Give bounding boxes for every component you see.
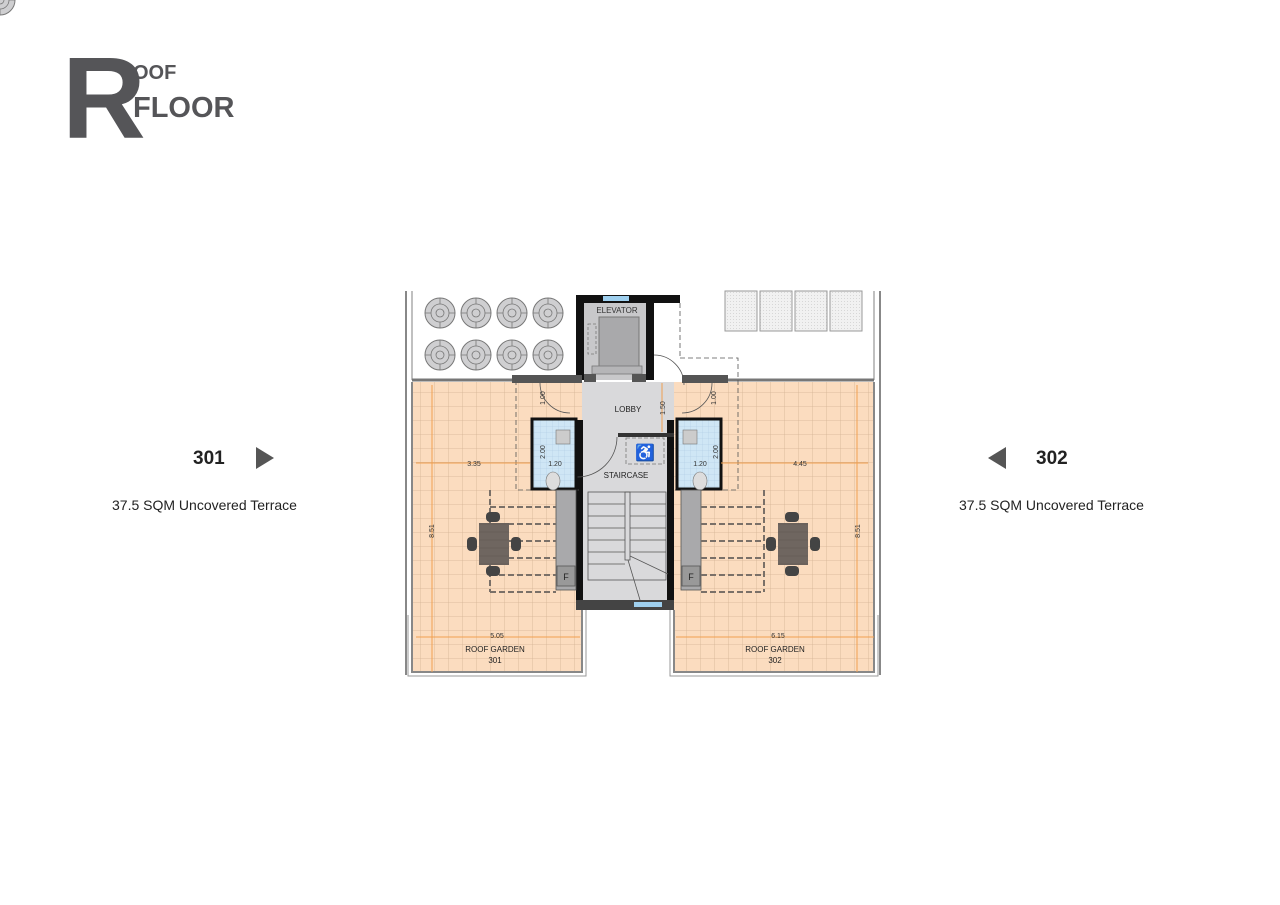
dim-left-upper: 3.35	[467, 461, 481, 468]
core-floor	[582, 382, 674, 610]
fridge-right: F	[688, 572, 694, 582]
title-initial: R	[62, 33, 146, 163]
door-swings	[539, 354, 713, 478]
wc-302	[675, 417, 723, 491]
dim-wc-right-w: 1.20	[693, 461, 707, 468]
accessible-icon: ♿	[635, 443, 655, 462]
unit-301-description: 37.5 SQM Uncovered Terrace	[112, 497, 297, 513]
elevator-label: ELEVATOR	[596, 306, 638, 315]
elevator	[576, 295, 680, 382]
triangle-right-icon	[256, 447, 274, 469]
core-walls	[512, 375, 728, 610]
dim-door-left: 1.00	[540, 391, 547, 405]
dim-wc-left-w: 1.20	[548, 461, 562, 468]
roof-garden-302-label: ROOF GARDEN	[745, 645, 805, 654]
title-line2: FLOOR	[133, 92, 235, 124]
stairs	[587, 491, 669, 601]
dim-left-height: 8.51	[429, 524, 436, 538]
planter-icons	[0, 0, 564, 371]
dining-table-302	[766, 512, 820, 576]
roof-garden-302-number: 302	[768, 656, 782, 665]
triangle-left-icon	[988, 447, 1006, 469]
dim-door-right: 1.00	[711, 391, 718, 405]
unit-302-description: 37.5 SQM Uncovered Terrace	[959, 497, 1144, 513]
roof-garden-301-label: ROOF GARDEN	[465, 645, 525, 654]
wc-301	[530, 417, 578, 491]
dim-right-upper: 4.45	[793, 461, 807, 468]
dim-right-lower: 6.15	[771, 633, 785, 640]
staircase-label: STAIRCASE	[604, 471, 649, 480]
dim-wc-right-h: 2.00	[713, 445, 720, 459]
roof-garden-301-number: 301	[488, 656, 502, 665]
title-line1: OOF	[133, 62, 177, 84]
unit-301-number: 301	[193, 448, 225, 469]
fridge-left: F	[563, 572, 569, 582]
dimension-lines	[416, 383, 874, 672]
solar-panel-icons	[724, 290, 863, 332]
kitchen-301	[555, 489, 577, 591]
dining-table-301	[467, 512, 521, 576]
dim-wc-left-h: 2.00	[540, 445, 547, 459]
dim-lobby-depth: 1.50	[660, 401, 667, 415]
unit-302-number: 302	[1036, 448, 1068, 469]
dim-left-lower: 5.05	[490, 633, 504, 640]
dim-right-height: 8.51	[855, 524, 862, 538]
lobby-label: LOBBY	[615, 405, 642, 414]
